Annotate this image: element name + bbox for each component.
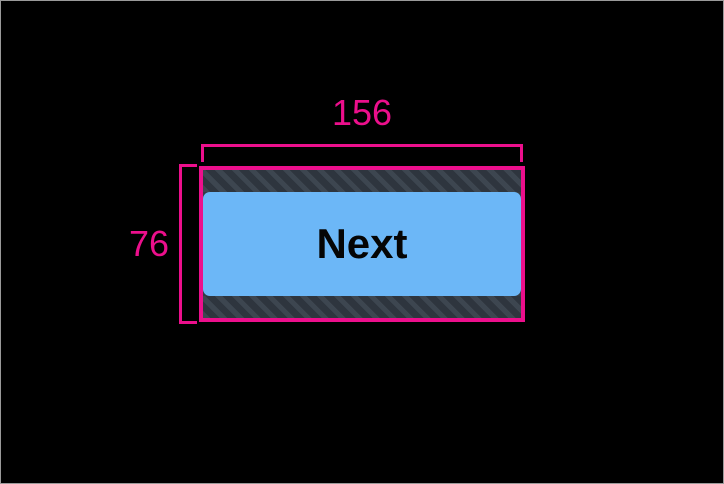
height-dimension-bracket (179, 164, 197, 324)
next-button-label: Next (316, 220, 408, 267)
height-dimension-label: 76 (128, 223, 169, 264)
width-dimension-label: 156 (331, 92, 393, 133)
padding-band-top (203, 170, 521, 192)
padding-band-bottom (203, 296, 521, 318)
width-dimension-bracket (201, 144, 523, 162)
next-button[interactable]: Next (203, 192, 521, 296)
inspected-element[interactable]: Next (203, 170, 521, 318)
element-selection-outline (199, 166, 525, 322)
